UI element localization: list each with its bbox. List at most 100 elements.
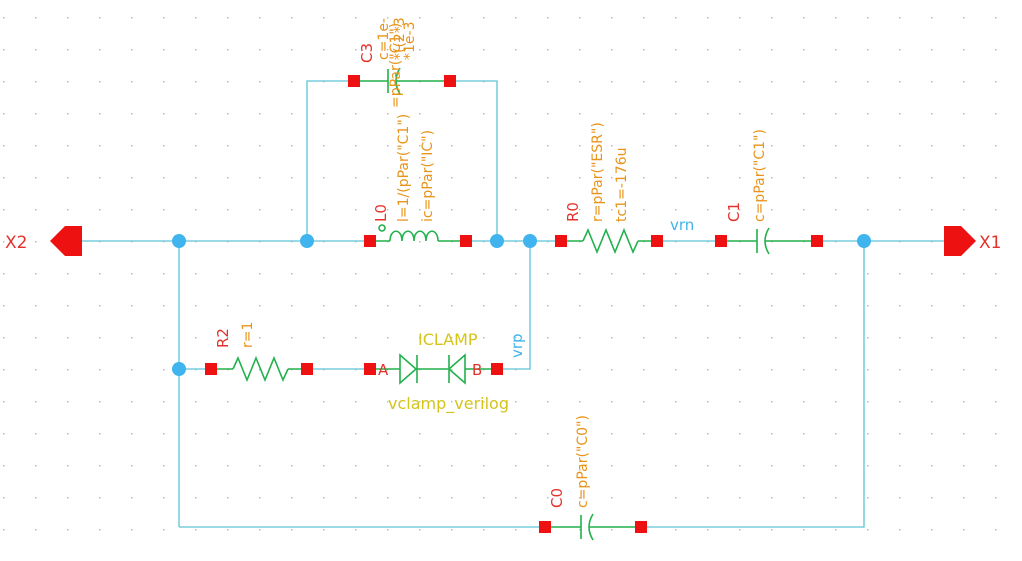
grid-dot <box>195 337 197 339</box>
grid-dot <box>291 529 293 531</box>
r2-instance-name: R2 <box>214 328 232 348</box>
c0-param-c: c=pPar("C0") <box>575 415 591 508</box>
wire-vrp[interactable] <box>497 241 531 370</box>
grid-dot <box>451 145 453 147</box>
pin-r2-minus[interactable] <box>301 363 313 375</box>
grid-dot <box>99 497 101 499</box>
grid-dot <box>867 49 869 51</box>
pin-r0-plus[interactable] <box>555 235 567 247</box>
r2-param-r: r=1 <box>240 322 256 348</box>
grid-dot <box>899 369 901 371</box>
grid-dot <box>771 529 773 531</box>
pin-c0-minus[interactable] <box>635 521 647 533</box>
device-c0[interactable] <box>545 513 641 541</box>
grid-dot <box>355 177 357 179</box>
grid-dot <box>323 241 325 243</box>
grid-dot <box>451 17 453 19</box>
pin-c3-plus[interactable] <box>348 75 360 87</box>
port-x2-label: X2 <box>5 233 27 253</box>
grid-dot <box>291 49 293 51</box>
grid-dot <box>931 497 933 499</box>
grid-dot <box>835 49 837 51</box>
grid-dot <box>259 113 261 115</box>
grid-dot <box>163 177 165 179</box>
grid-dot <box>931 465 933 467</box>
pin-iclamp-a[interactable] <box>364 363 376 375</box>
grid-dot <box>3 401 5 403</box>
grid-dot <box>451 113 453 115</box>
grid-dot <box>99 465 101 467</box>
grid-dot <box>323 433 325 435</box>
grid-dot <box>547 113 549 115</box>
pin-c0-plus[interactable] <box>539 521 551 533</box>
grid-dot <box>195 145 197 147</box>
grid-dot <box>163 145 165 147</box>
grid-dot <box>35 465 37 467</box>
grid-dot <box>163 401 165 403</box>
grid-dot <box>931 17 933 19</box>
grid-dot <box>35 177 37 179</box>
grid-dot <box>643 49 645 51</box>
grid-dot <box>163 273 165 275</box>
grid-dot <box>579 113 581 115</box>
iclamp-pin-a-label: A <box>378 361 389 379</box>
grid-dot <box>643 369 645 371</box>
grid-dot <box>259 337 261 339</box>
grid-dot <box>387 145 389 147</box>
port-x2-icon[interactable] <box>50 226 82 256</box>
junction-dot <box>857 234 871 248</box>
grid-dot <box>707 81 709 83</box>
pin-l0-plus[interactable] <box>364 235 376 247</box>
grid-dot <box>67 273 69 275</box>
wire-c0-right[interactable] <box>641 241 865 528</box>
grid-dot <box>3 241 5 243</box>
grid-dot <box>611 49 613 51</box>
grid-dot <box>195 273 197 275</box>
grid-dot <box>35 209 37 211</box>
grid-dot <box>835 337 837 339</box>
grid-dot <box>419 465 421 467</box>
grid-dot <box>643 465 645 467</box>
grid-dot <box>963 273 965 275</box>
grid-dot <box>131 145 133 147</box>
grid-dot <box>195 305 197 307</box>
grid-dot <box>643 433 645 435</box>
pin-c1-plus[interactable] <box>715 235 727 247</box>
pin-c3-minus[interactable] <box>444 75 456 87</box>
grid-dot <box>515 17 517 19</box>
grid-dot <box>355 433 357 435</box>
device-c1[interactable] <box>721 227 817 255</box>
grid-dot <box>611 177 613 179</box>
pin-r0-minus[interactable] <box>651 235 663 247</box>
port-x1-icon[interactable] <box>944 226 976 256</box>
junction-dot <box>490 234 504 248</box>
grid-dot <box>99 49 101 51</box>
grid-dot <box>771 497 773 499</box>
grid-dot <box>803 369 805 371</box>
grid-dot <box>67 497 69 499</box>
grid-dot <box>259 369 261 371</box>
device-l0[interactable] <box>370 224 466 242</box>
grid-dot <box>195 209 197 211</box>
grid-dot <box>515 369 517 371</box>
grid-dot <box>515 241 517 243</box>
pin-r2-plus[interactable] <box>205 363 217 375</box>
pin-iclamp-b[interactable] <box>491 363 503 375</box>
grid-dot <box>387 113 389 115</box>
pin-l0-minus[interactable] <box>460 235 472 247</box>
grid-dot <box>995 497 997 499</box>
grid-dot <box>515 81 517 83</box>
grid-dot <box>547 433 549 435</box>
grid-dot <box>323 209 325 211</box>
wire-c3-left[interactable] <box>306 80 354 241</box>
grid-dot <box>963 337 965 339</box>
wire-c3-right[interactable] <box>450 80 498 241</box>
wires <box>80 80 944 528</box>
device-iclamp[interactable] <box>370 353 497 385</box>
device-r0[interactable] <box>561 227 657 255</box>
grid-dot <box>35 145 37 147</box>
pin-c1-minus[interactable] <box>811 235 823 247</box>
grid-dot <box>675 465 677 467</box>
grid-dot <box>867 433 869 435</box>
grid-dot <box>3 465 5 467</box>
